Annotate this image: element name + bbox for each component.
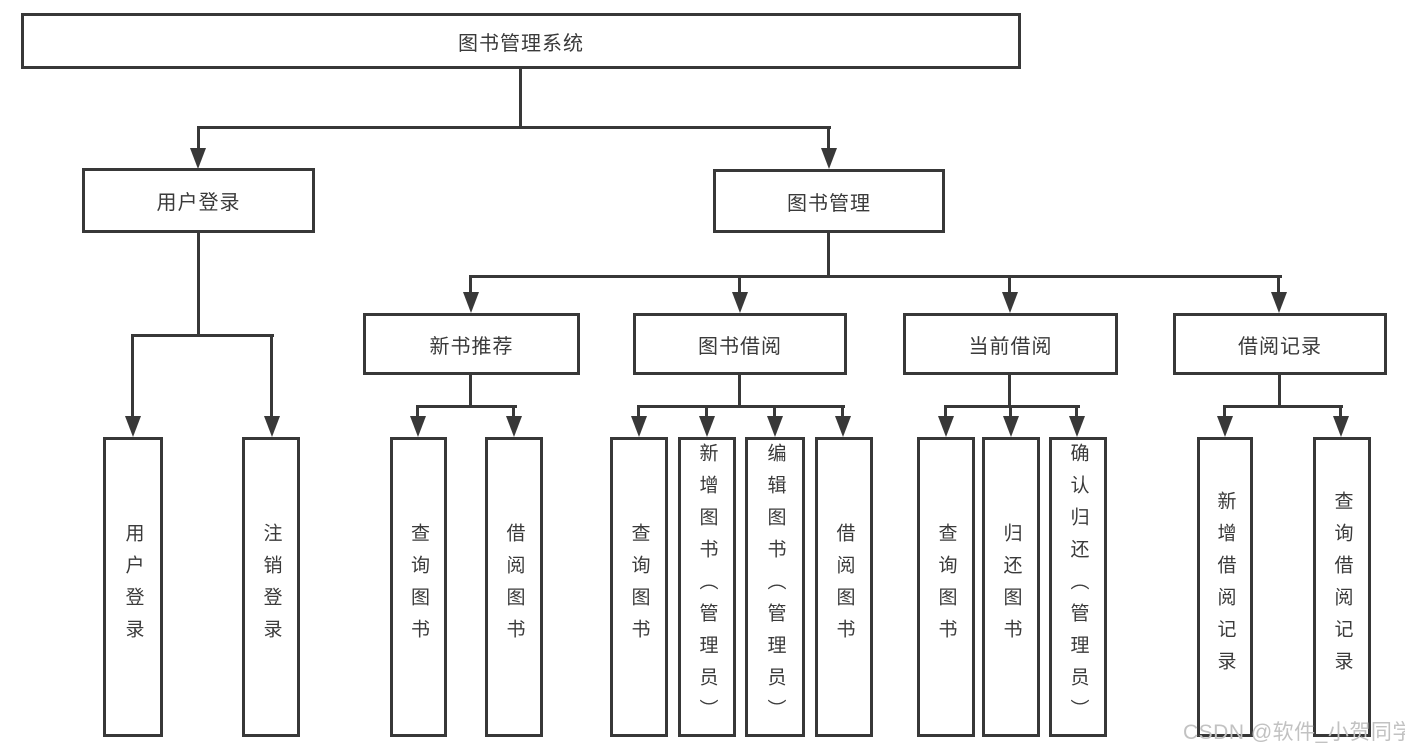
leaf-confirm-return-admin-label: 确认归还（管理员）	[1067, 443, 1089, 731]
connector-line	[944, 405, 947, 418]
node-current-borrowing: 当前借阅	[903, 313, 1118, 375]
arrow-down-icon	[190, 148, 206, 169]
leaf-borrow-books-label: 借阅图书	[833, 523, 855, 651]
connector-line	[1223, 405, 1343, 408]
leaf-add-books-admin-label: 新增图书（管理员）	[696, 443, 718, 731]
leaf-add-borrow-record: 新增借阅记录	[1197, 437, 1253, 737]
leaf-newbook-borrow-books-label: 借阅图书	[503, 523, 525, 651]
arrow-down-icon	[631, 416, 647, 437]
connector-line	[637, 405, 845, 408]
arrow-down-icon	[767, 416, 783, 437]
connector-line	[773, 405, 776, 418]
connector-line	[1339, 405, 1342, 418]
connector-line	[1277, 275, 1280, 294]
node-book-management-label: 图书管理	[787, 192, 871, 215]
arrow-down-icon	[821, 148, 837, 169]
leaf-logout: 注销登录	[242, 437, 300, 737]
arrow-down-icon	[264, 416, 280, 437]
leaf-add-books-admin: 新增图书（管理员）	[678, 437, 736, 737]
connector-line	[705, 405, 708, 418]
connector-line	[197, 126, 831, 129]
leaf-borrow-query-books: 查询图书	[610, 437, 668, 737]
arrow-down-icon	[1069, 416, 1085, 437]
node-new-book-recommend-label: 新书推荐	[429, 335, 514, 358]
connector-line	[1008, 375, 1011, 408]
leaf-user-login: 用户登录	[103, 437, 163, 737]
node-book-borrowing-label: 图书借阅	[698, 335, 782, 358]
arrow-down-icon	[938, 416, 954, 437]
connector-line	[1009, 405, 1012, 418]
arrow-down-icon	[835, 416, 851, 437]
leaf-newbook-query-books: 查询图书	[390, 437, 447, 737]
connector-line	[416, 405, 419, 418]
connector-line	[637, 405, 640, 418]
connector-line	[1223, 405, 1226, 418]
leaf-newbook-borrow-books: 借阅图书	[485, 437, 543, 737]
node-user-login-label: 用户登录	[156, 192, 241, 214]
node-book-borrowing: 图书借阅	[633, 313, 847, 375]
node-new-book-recommend: 新书推荐	[363, 313, 580, 375]
connector-line	[1075, 405, 1078, 418]
leaf-query-borrow-record-label: 查询借阅记录	[1331, 491, 1353, 683]
leaf-user-login-label: 用户登录	[122, 523, 144, 651]
node-borrow-records-label: 借阅记录	[1238, 335, 1322, 358]
connector-line	[131, 334, 274, 337]
leaf-current-query-books-label: 查询图书	[935, 523, 957, 651]
node-borrow-records: 借阅记录	[1173, 313, 1387, 375]
connector-line	[841, 405, 844, 418]
connector-line	[197, 233, 200, 336]
connector-line	[469, 275, 472, 294]
arrow-down-icon	[1271, 292, 1287, 313]
arrow-down-icon	[410, 416, 426, 437]
connector-line	[469, 275, 1282, 278]
connector-line	[827, 233, 830, 278]
leaf-add-borrow-record-label: 新增借阅记录	[1214, 491, 1236, 683]
arrow-down-icon	[125, 416, 141, 437]
leaf-return-books-label: 归还图书	[1000, 523, 1022, 651]
leaf-edit-books-admin: 编辑图书（管理员）	[745, 437, 805, 737]
node-current-borrowing-label: 当前借阅	[968, 335, 1053, 358]
arrow-down-icon	[463, 292, 479, 313]
leaf-edit-books-admin-label: 编辑图书（管理员）	[764, 443, 786, 731]
connector-line	[197, 126, 200, 150]
connector-line	[738, 275, 741, 294]
leaf-query-borrow-record: 查询借阅记录	[1313, 437, 1371, 737]
connector-line	[1278, 375, 1281, 408]
connector-line	[1008, 275, 1011, 294]
connector-line	[738, 375, 741, 408]
arrow-down-icon	[506, 416, 522, 437]
leaf-borrow-query-books-label: 查询图书	[628, 523, 650, 651]
leaf-return-books: 归还图书	[982, 437, 1040, 737]
leaf-logout-label: 注销登录	[260, 523, 282, 651]
arrow-down-icon	[1217, 416, 1233, 437]
leaf-borrow-books: 借阅图书	[815, 437, 873, 737]
connector-line	[827, 126, 830, 150]
arrow-down-icon	[1333, 416, 1349, 437]
connector-line	[519, 69, 522, 128]
leaf-confirm-return-admin: 确认归还（管理员）	[1049, 437, 1107, 737]
leaf-newbook-query-books-label: 查询图书	[408, 523, 429, 651]
connector-line	[270, 334, 273, 418]
connector-line	[944, 405, 1080, 408]
connector-line	[469, 375, 472, 408]
arrow-down-icon	[732, 292, 748, 313]
node-book-management: 图书管理	[713, 169, 945, 233]
connector-line	[416, 405, 517, 408]
arrow-down-icon	[1002, 292, 1018, 313]
csdn-watermark: CSDN @软件_小贺同学	[1183, 721, 1405, 744]
node-root: 图书管理系统	[21, 13, 1021, 69]
leaf-current-query-books: 查询图书	[917, 437, 975, 737]
arrow-down-icon	[1003, 416, 1019, 437]
node-root-label: 图书管理系统	[458, 32, 584, 55]
connector-line	[131, 334, 134, 418]
connector-line	[512, 405, 515, 418]
node-user-login: 用户登录	[82, 168, 315, 233]
arrow-down-icon	[699, 416, 715, 437]
